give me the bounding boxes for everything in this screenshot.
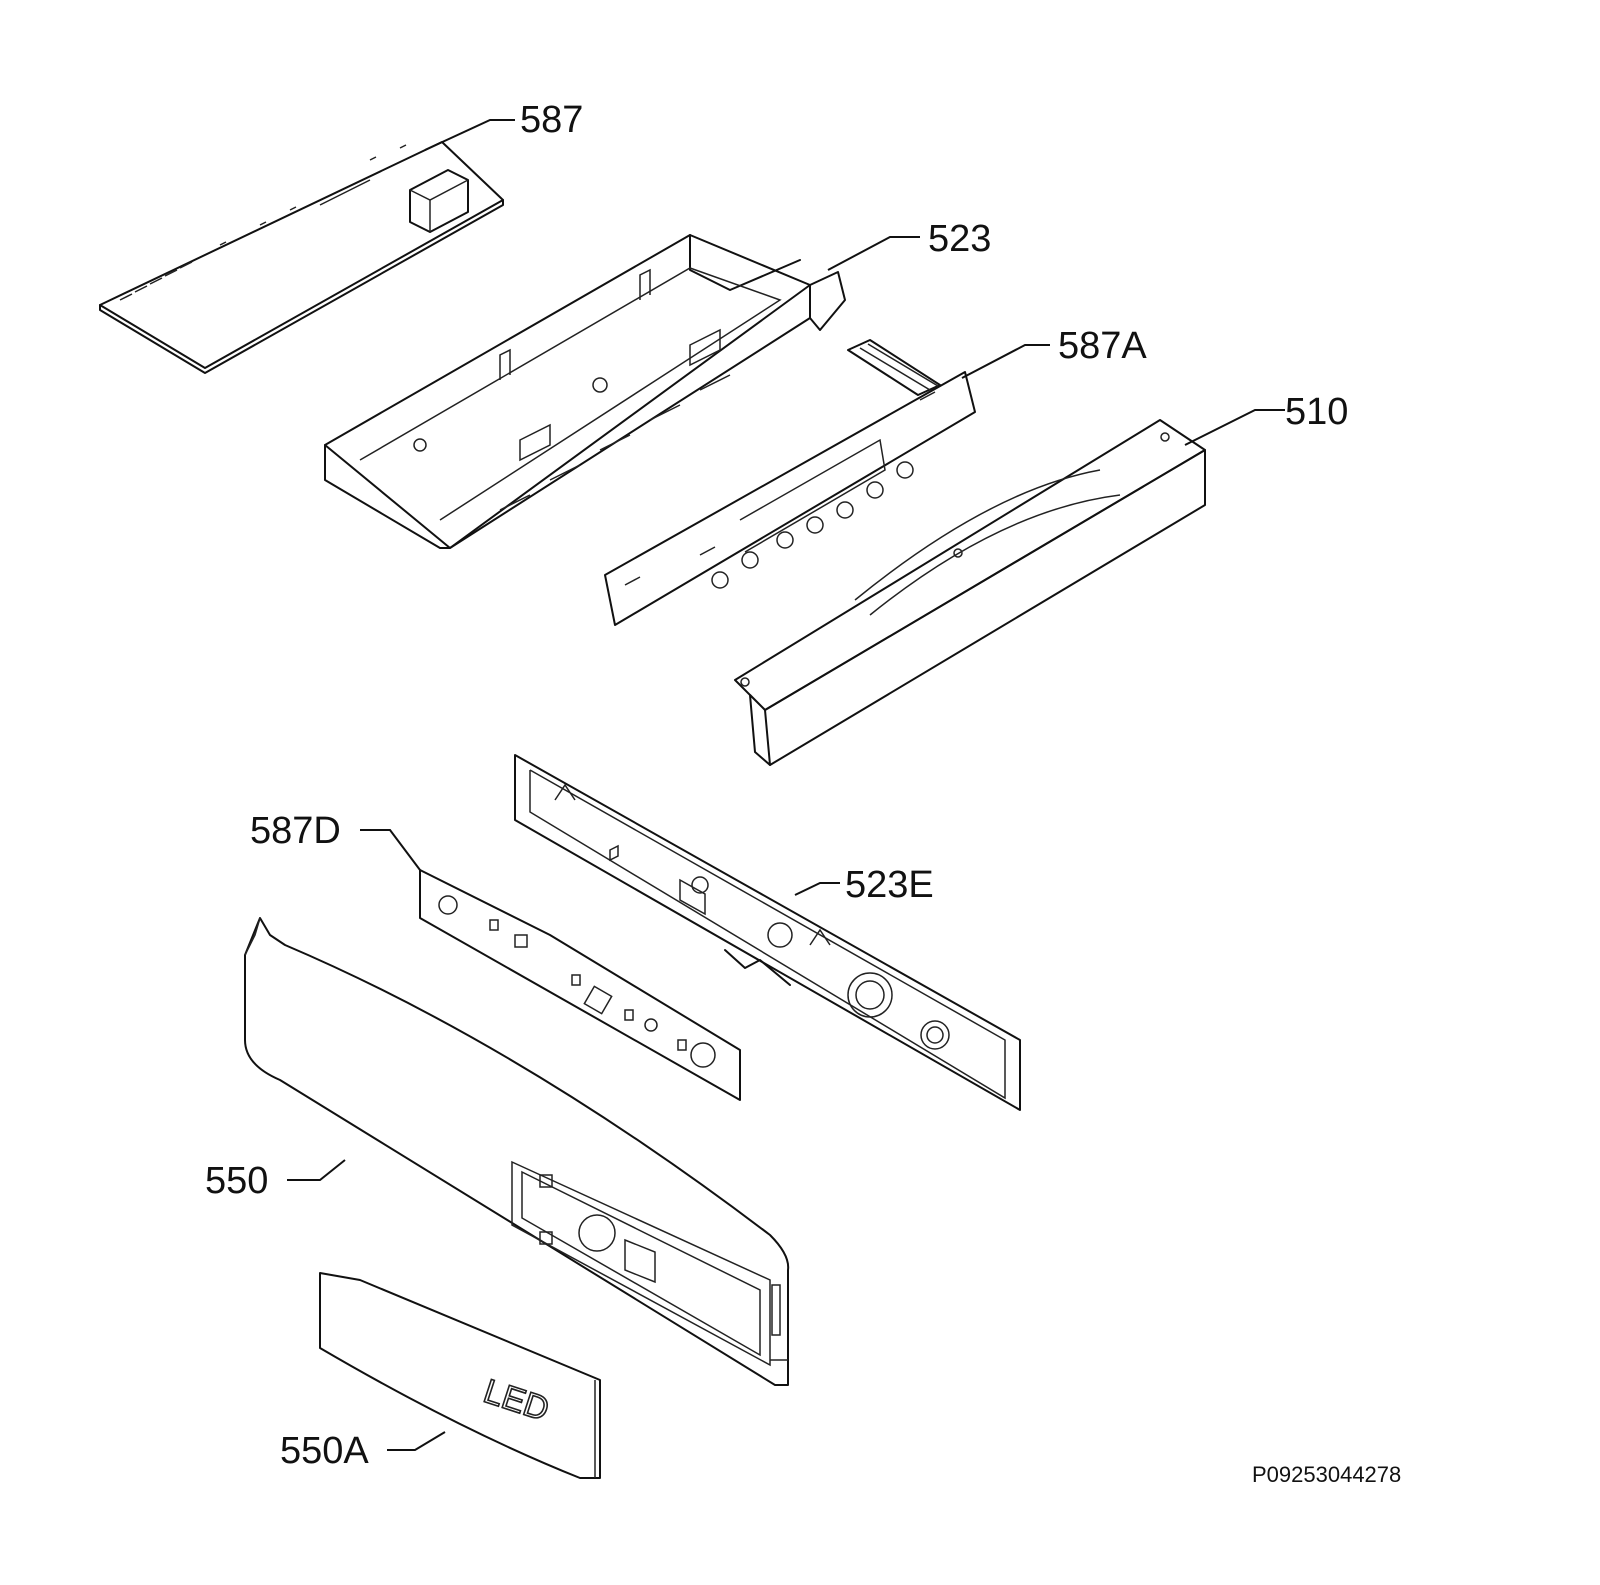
callout-587d: 587D (250, 810, 341, 852)
part-550a-led-badge[interactable]: LED (319, 1272, 601, 1479)
leader-510 (1184, 409, 1285, 446)
reference-code: P09253044278 (1252, 1462, 1401, 1487)
callout-510: 510 (1285, 391, 1348, 433)
callout-587: 587 (520, 99, 583, 141)
callout-550: 550 (205, 1160, 268, 1202)
callout-550a: 550A (280, 1430, 369, 1472)
part-510-control-panel-cover[interactable] (734, 419, 1206, 766)
leader-523 (827, 236, 920, 271)
callout-587a: 587A (1058, 325, 1147, 367)
part-550-front-fascia[interactable] (244, 917, 790, 1386)
leader-lines (287, 119, 1285, 1451)
part-587a-display-pcb[interactable] (604, 339, 976, 626)
part-523-housing-tray[interactable] (324, 234, 846, 549)
part-587-pcb-board[interactable] (99, 141, 504, 374)
leader-523e (794, 882, 840, 896)
callout-523: 523 (928, 218, 991, 260)
leader-587a (961, 344, 1050, 379)
leader-587 (424, 119, 515, 151)
leader-550 (287, 1159, 346, 1181)
leader-587d (360, 829, 421, 871)
leader-550a (387, 1431, 446, 1451)
part-587d-led-pcb[interactable] (419, 869, 741, 1101)
part-523e-front-frame[interactable] (514, 754, 1021, 1111)
callout-523e: 523E (845, 864, 934, 906)
